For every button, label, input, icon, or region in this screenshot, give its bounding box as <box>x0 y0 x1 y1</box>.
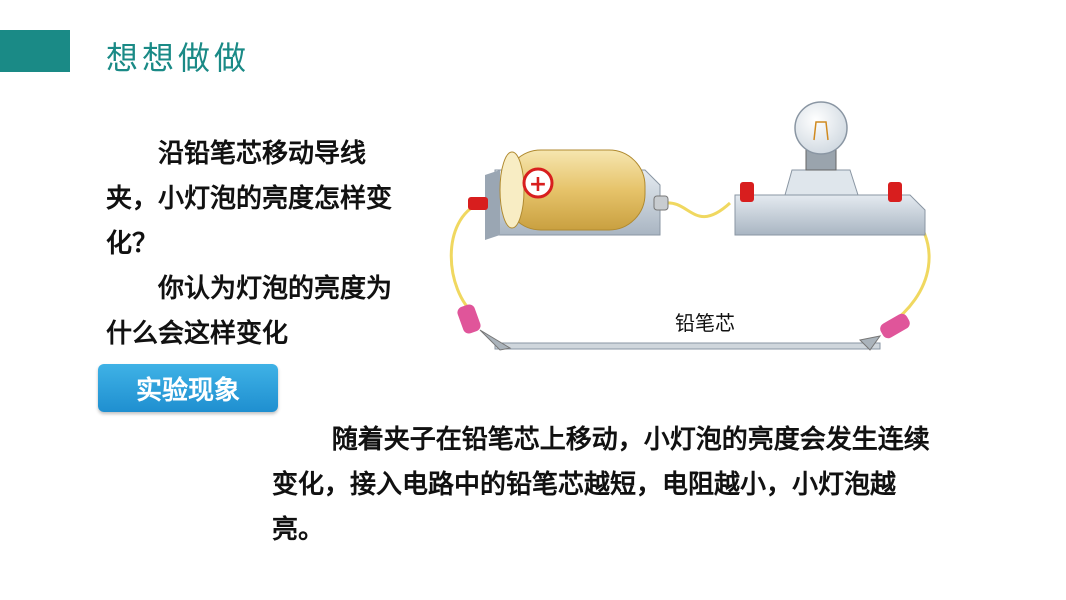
alligator-clip-right <box>858 313 910 351</box>
question-paragraph-2: 你认为灯泡的亮度为什么会这样变化 <box>106 274 393 349</box>
battery-plus-label: + <box>529 172 547 197</box>
positive-terminal-symbol <box>522 167 554 199</box>
circuit-diagram: + 铅笔芯 <box>449 101 931 351</box>
phenomenon-text: 随着夹子在铅笔芯上移动，小灯泡的亮度会发生连续变化，接入电路中的铅笔芯越短，电阻… <box>272 425 930 545</box>
title-accent-bar <box>0 30 70 72</box>
question-text: 沿铅笔芯移动导线夹，小灯泡的亮度怎样变化？ 你认为灯泡的亮度为什么会这样变化 . <box>106 132 396 385</box>
pencil-lead-label: 铅笔芯 <box>675 311 735 335</box>
pencil-lead <box>494 342 881 350</box>
question-paragraph-1: 沿铅笔芯移动导线夹，小灯泡的亮度怎样变化？ <box>106 139 393 259</box>
lamp-holder <box>734 101 926 236</box>
phenomenon-badge: 实验现象 <box>98 364 278 412</box>
battery-terminal-left <box>468 197 488 210</box>
page-title: 想想做做 <box>106 39 251 77</box>
wire-middle <box>664 201 732 218</box>
battery-terminal-right <box>653 195 669 211</box>
wire-left <box>449 201 481 317</box>
lamp-terminal-left <box>740 182 754 202</box>
battery-holder: + <box>468 149 669 240</box>
alligator-clip-left <box>457 304 512 351</box>
light-bulb <box>794 101 848 155</box>
lamp-terminal-right <box>888 182 902 202</box>
